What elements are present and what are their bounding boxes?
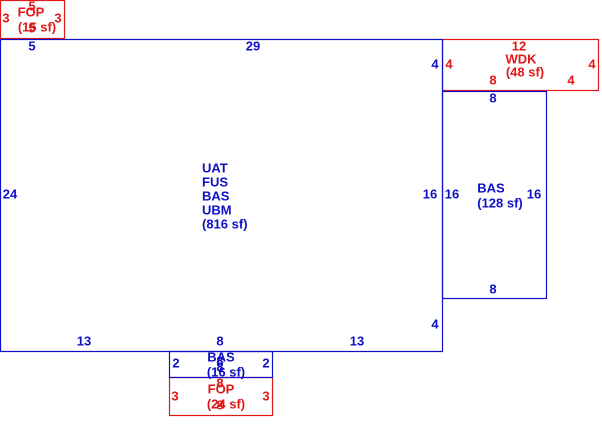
main-dim-top: 29	[246, 38, 260, 53]
bas-right-area: (128 sf)	[477, 195, 523, 210]
bas-right-code: BAS	[477, 180, 505, 195]
bas-right-outline	[441, 90, 548, 300]
wdk-dim-right: 4	[588, 56, 596, 71]
fop-bottom-dim-left: 3	[171, 388, 178, 403]
bas-bottom-dim-bottom: 8	[216, 359, 223, 374]
bas-bottom-dim-left: 2	[172, 355, 179, 370]
main-dim-bottom-right: 13	[350, 333, 364, 348]
bas-bottom-dim-right: 2	[262, 355, 269, 370]
bas-right-dim-top: 8	[489, 90, 496, 105]
fop-top-outline	[0, 0, 66, 40]
fop-top-code: FOP	[18, 4, 45, 19]
main-dim-right-upper: 4	[431, 56, 439, 71]
wdk-dim-left: 4	[445, 56, 453, 71]
bas-right-dim-right: 16	[527, 186, 541, 201]
main-dim-top-left: 5	[28, 38, 35, 53]
bas-right-dim-bottom: 8	[489, 281, 496, 296]
bas-right-dim-left: 16	[445, 186, 459, 201]
main-code-fus: FUS	[202, 174, 228, 189]
fop-bottom-dim-bottom: 8	[216, 397, 223, 412]
fop-top-dim-right: 3	[54, 10, 61, 25]
fop-bottom-code: FOP	[208, 381, 235, 396]
main-dim-left: 24	[3, 186, 18, 201]
wdk-area: (48 sf)	[506, 64, 544, 79]
main-dim-bottom-mid: 8	[216, 333, 223, 348]
fop-top-area: (15 sf)	[18, 19, 56, 34]
fop-top-dim-bottom: 5	[28, 20, 35, 35]
fop-top-dim-left: 3	[2, 10, 9, 25]
bas-bottom-outline	[168, 350, 274, 379]
wdk-code: WDK	[505, 51, 537, 66]
main-dim-right-mid: 16	[423, 186, 437, 201]
fop-bottom-dim-right: 3	[262, 388, 269, 403]
main-dim-bottom-left: 13	[77, 333, 91, 348]
main-dim-right-lower: 4	[431, 316, 439, 331]
wdk-dim-top: 12	[512, 38, 526, 53]
bas-bottom-dim-top: 8	[216, 353, 223, 368]
main-code-bas: BAS	[202, 188, 230, 203]
bas-bottom-area: (16 sf)	[207, 364, 245, 379]
fop-bottom-dim-top: 8	[216, 375, 223, 390]
fop-top-dim-top: 5	[28, 0, 35, 13]
wdk-dim-bottom-inner: 8	[489, 72, 496, 87]
main-code-uat: UAT	[202, 160, 228, 175]
fop-bottom-area: (24 sf)	[207, 396, 245, 411]
main-area: (816 sf)	[202, 216, 248, 231]
wdk-dim-bottom: 4	[567, 72, 575, 87]
main-code-ubm: UBM	[202, 202, 232, 217]
bas-bottom-code: BAS	[207, 349, 235, 364]
